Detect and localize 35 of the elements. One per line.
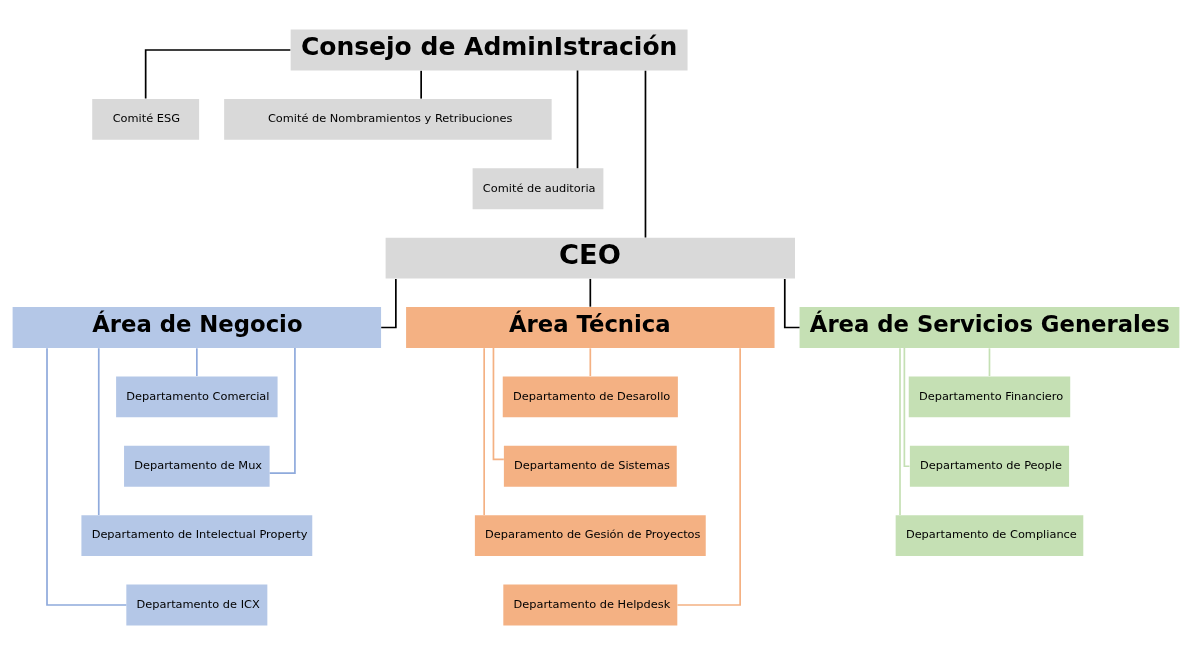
node-box: Departamento de Sistemas: [503, 445, 677, 487]
node-box: Comité de auditoria: [472, 168, 604, 210]
node-box: Departamento de Compliance: [895, 515, 1084, 557]
connector: [589, 347, 592, 377]
connector: [899, 347, 901, 516]
node-box: Departamento de Mux: [124, 445, 270, 487]
connector: [420, 69, 422, 100]
node-box: Comité de Nombramientos y Retribuciones: [224, 98, 552, 140]
connector: [483, 347, 486, 516]
connector: [97, 347, 100, 516]
node-box: Departamento de People: [909, 445, 1070, 487]
node-box: Departamento de ICX: [126, 584, 268, 626]
connector: [196, 347, 198, 377]
node-box: CEO: [385, 237, 795, 279]
node-box: Deparamento de Gesión de Proyectos: [474, 515, 706, 557]
node-box: Área de Servicios Generales: [799, 307, 1180, 348]
connector: [903, 347, 911, 468]
connector: [644, 69, 647, 239]
node-box: Comité ESG: [92, 98, 200, 140]
connector: [268, 347, 296, 474]
connector: [676, 347, 741, 606]
node-box: Área de Negocio: [12, 307, 382, 348]
connector: [46, 347, 128, 606]
node-box: Departamento Comercial: [116, 376, 278, 418]
connector: [144, 49, 292, 100]
connector: [492, 347, 505, 461]
connector: [988, 347, 991, 377]
node-box: Departamento de Desarollo: [502, 376, 678, 418]
node-box: Departamento Financiero: [908, 376, 1071, 418]
node-box: Área Técnica: [406, 307, 775, 348]
node-box: Departamento de Helpdesk: [503, 584, 678, 626]
node-box: Departamento de Intelectual Property: [81, 515, 313, 557]
node-box: Consejo de AdminIstración: [290, 29, 688, 71]
connector: [589, 278, 592, 308]
connector: [576, 69, 579, 170]
